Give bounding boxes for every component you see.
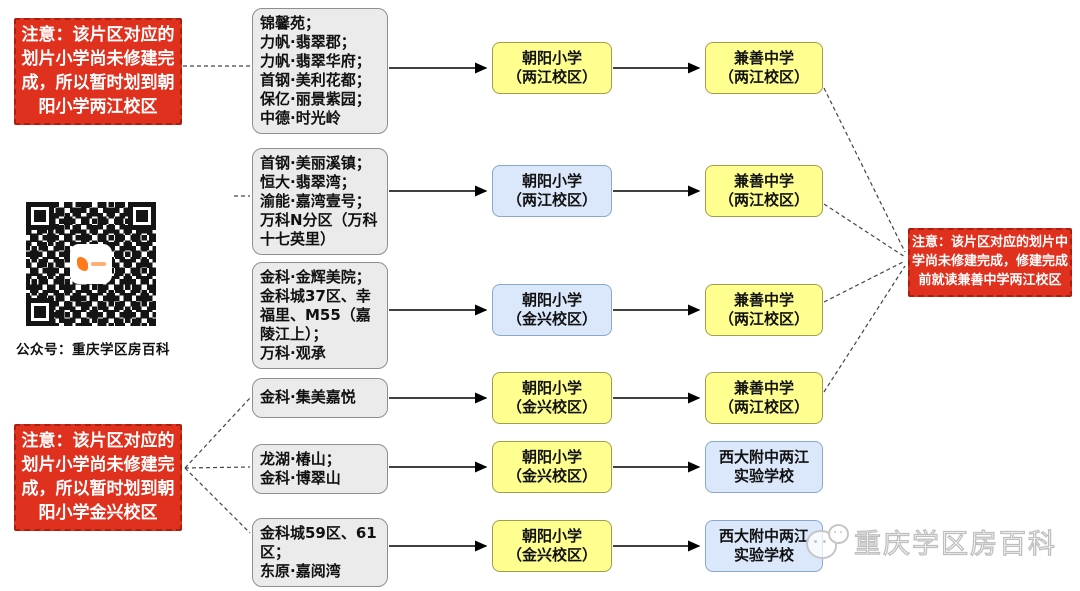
qr-center-logo	[70, 244, 112, 284]
primary-school-box-6: 朝阳小学 （金兴校区）	[492, 520, 612, 572]
secondary-school-box-1: 兼善中学 （两江校区）	[705, 42, 823, 94]
community-box-4: 金科·集美嘉悦	[252, 378, 388, 418]
qr-finder-bottom-left	[26, 298, 54, 326]
brand-logo-text-mark	[90, 262, 106, 266]
qr-finder-top-left	[26, 202, 54, 230]
primary-school-box-5: 朝阳小学 （金兴校区）	[492, 441, 612, 493]
secondary-school-box-6: 西大附中两江 实验学校	[705, 520, 823, 572]
primary-school-box-4: 朝阳小学 （金兴校区）	[492, 372, 612, 424]
community-box-3: 金科·金辉美院； 金科城37区、幸福里、M55（嘉陵江上）； 万科·观承	[252, 262, 388, 370]
primary-school-box-1: 朝阳小学 （两江校区）	[492, 42, 612, 94]
solid-flow-arrows	[389, 62, 701, 552]
watermark: 重庆学区房百科	[806, 522, 1057, 561]
community-box-5: 龙湖·椿山； 金科·博翠山	[252, 444, 388, 495]
community-box-2: 首钢·美丽溪镇； 恒大·翡翠湾； 渝能·嘉湾壹号； 万科N分区（万科十七英里）	[252, 148, 388, 256]
dashed-note-links	[183, 65, 906, 534]
note-top-left: 注意：该片区对应的划片小学尚未修建完成，所以暂时划到朝阳小学两江校区	[14, 18, 182, 125]
qr-code	[22, 198, 160, 330]
note-right: 注意：该片区对应的划片中学尚未修建完成，修建完成前就读兼善中学两江校区	[908, 228, 1072, 297]
qr-finder-top-right	[128, 202, 156, 230]
watermark-text: 重庆学区房百科	[853, 528, 1057, 560]
secondary-school-box-2: 兼善中学 （两江校区）	[705, 165, 823, 217]
secondary-school-box-3: 兼善中学 （两江校区）	[705, 284, 823, 336]
wechat-chat-icon	[806, 523, 849, 560]
primary-school-box-2: 朝阳小学 （两江校区）	[492, 165, 612, 217]
brand-logo-icon	[76, 257, 88, 271]
community-box-6: 金科城59区、61区； 东原·嘉阅湾	[252, 518, 388, 588]
secondary-school-box-5: 西大附中两江 实验学校	[705, 441, 823, 493]
note-bottom-left: 注意：该片区对应的划片小学尚未修建完成，所以暂时划到朝阳小学金兴校区	[14, 424, 182, 531]
community-box-1: 锦馨苑； 力帆·翡翠郡； 力帆·翡翠华府； 首钢·美利花都； 保亿·丽景紫园； …	[252, 8, 388, 135]
qr-caption: 公众号：重庆学区房百科	[16, 342, 170, 358]
secondary-school-box-4: 兼善中学 （两江校区）	[705, 372, 823, 424]
primary-school-box-3: 朝阳小学 （金兴校区）	[492, 284, 612, 336]
